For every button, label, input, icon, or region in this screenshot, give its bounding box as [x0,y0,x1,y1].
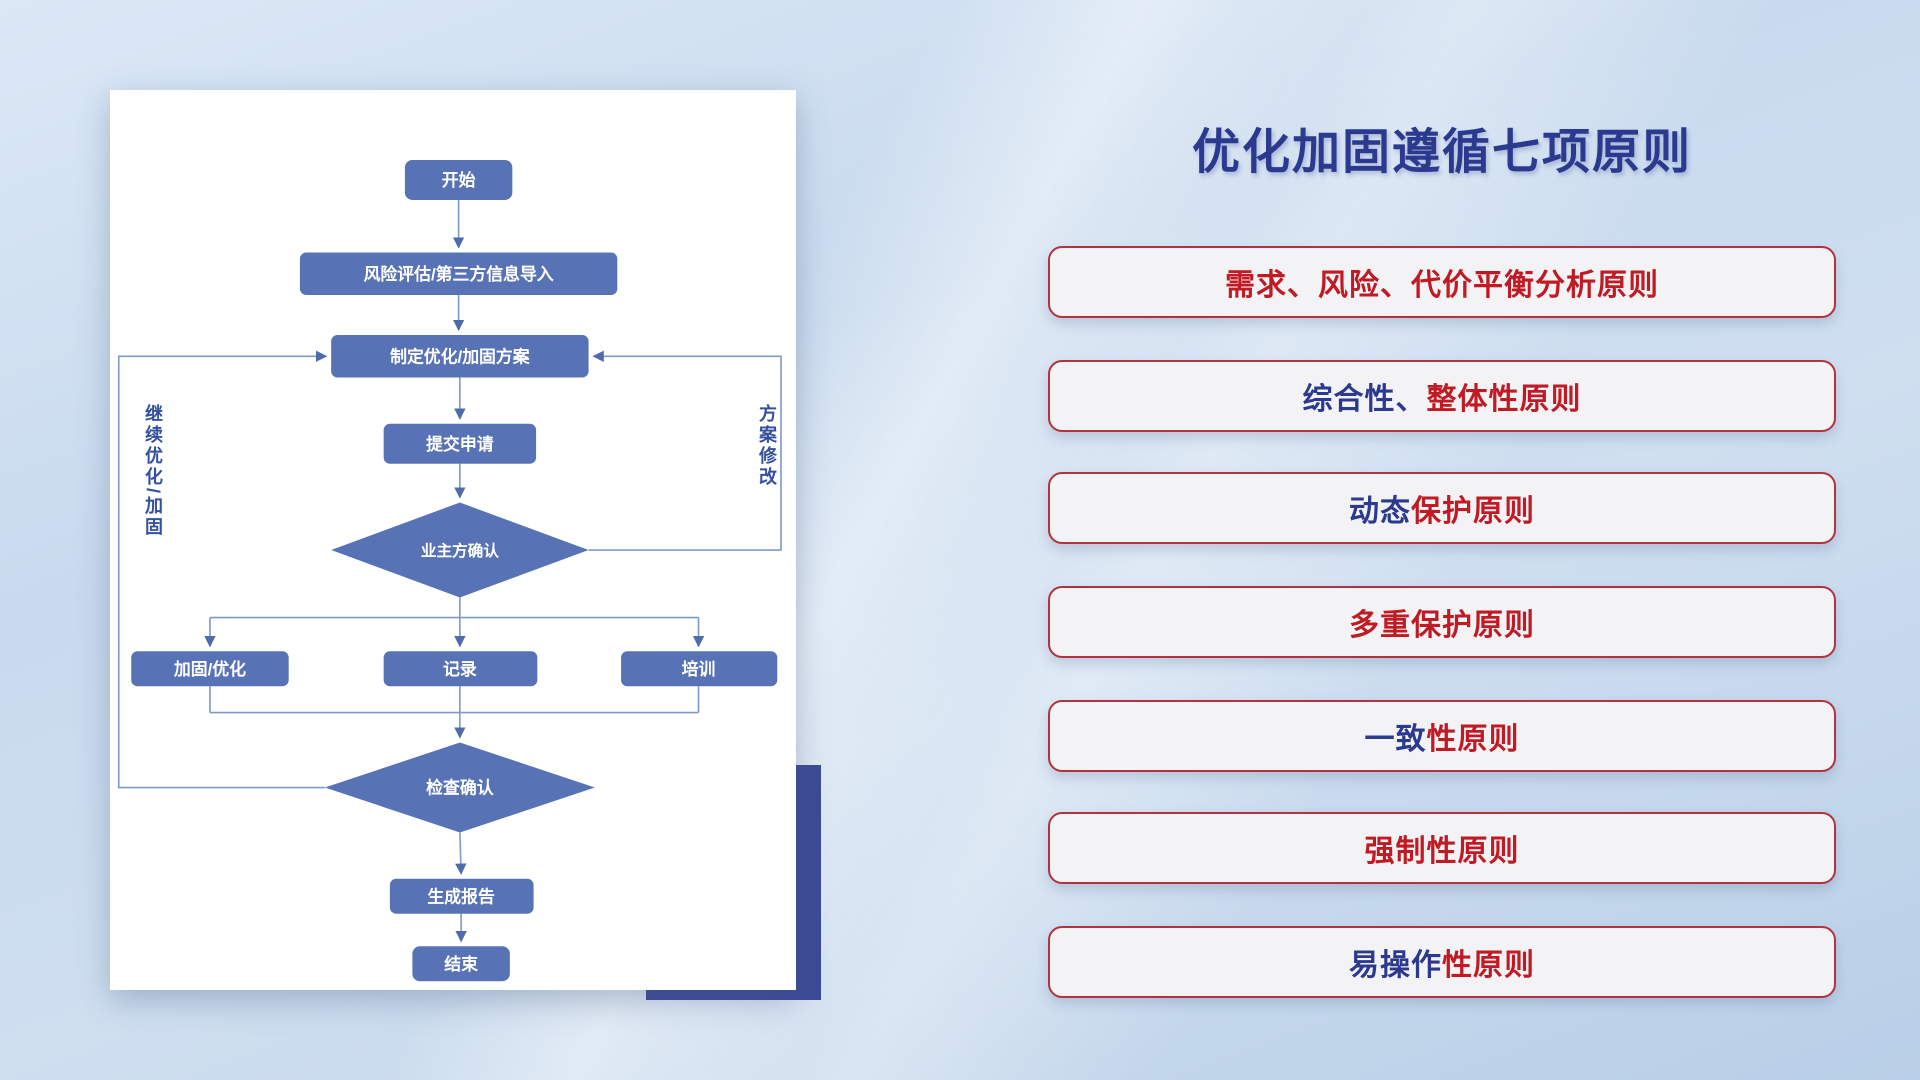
flow-label-end: 结束 [444,954,478,974]
principle-text: 性原则 [1442,949,1535,982]
principle-text: 整体性原则 [1426,383,1582,416]
flow-label-report: 生成报告 [427,886,495,906]
flow-label-make-plan: 制定优化/加固方案 [390,346,530,366]
flow-label-start: 开始 [442,170,476,190]
flowchart-svg: 开始 风险评估/第三方信息导入 制定优化/加固方案 提交申请 业主方确认 加固/… [117,160,782,982]
page-title: 优化加固遵循七项原则 [1191,126,1692,179]
principle-item-4: 多重保护原则 [1048,586,1836,658]
flow-label-record: 记录 [443,660,477,679]
flow-node-record [383,651,538,687]
principle-text: 多重保护原则 [1349,609,1535,642]
flow-node-risk-import [299,252,618,295]
flow-label-check-confirm: 检查确认 [426,778,494,798]
principle-item-6: 强制性原则 [1048,812,1836,884]
principle-item-5: 一致 性原则 [1048,700,1836,772]
flow-node-make-plan [331,335,589,378]
principle-text: 需求、风险、代价平衡分析原则 [1225,269,1659,302]
principle-item-3: 动态 保护原则 [1048,472,1836,544]
flow-label-risk-import: 风险评估/第三方信息导入 [364,264,554,284]
principle-item-1: 需求、风险、代价平衡分析原则 [1048,246,1836,318]
flow-label-reinforce: 加固/优化 [173,659,246,679]
flow-label-training: 培训 [682,659,716,679]
principle-text: 强制性原则 [1364,835,1520,868]
principle-text: 性原则 [1426,723,1520,756]
flow-node-end [412,946,510,982]
loop-label-continue-optimize: 继续优化/加固 [143,404,163,539]
principle-text: 动态 [1349,495,1411,528]
flow-decision-check-confirm [324,742,595,833]
flowchart-connectors [117,200,782,943]
loop-label-plan-modify: 方案修改 [757,404,777,488]
flowchart-card: 开始 风险评估/第三方信息导入 制定优化/加固方案 提交申请 业主方确认 加固/… [110,90,796,990]
flow-node-start [404,160,513,200]
principle-text: 易操作 [1349,949,1442,982]
principle-text: 综合性、 [1302,383,1427,416]
principle-item-2: 综合性、 整体性原则 [1048,360,1836,432]
flow-node-reinforce [131,651,289,687]
principle-text: 保护原则 [1411,495,1535,528]
flow-node-training [621,651,778,687]
flow-node-report [389,878,534,914]
flow-node-submit [383,423,537,464]
principle-item-7: 易操作 性原则 [1048,926,1836,998]
flow-label-submit: 提交申请 [426,434,494,454]
principle-text: 一致 [1364,723,1427,756]
flow-label-owner-confirm: 业主方确认 [421,541,499,560]
